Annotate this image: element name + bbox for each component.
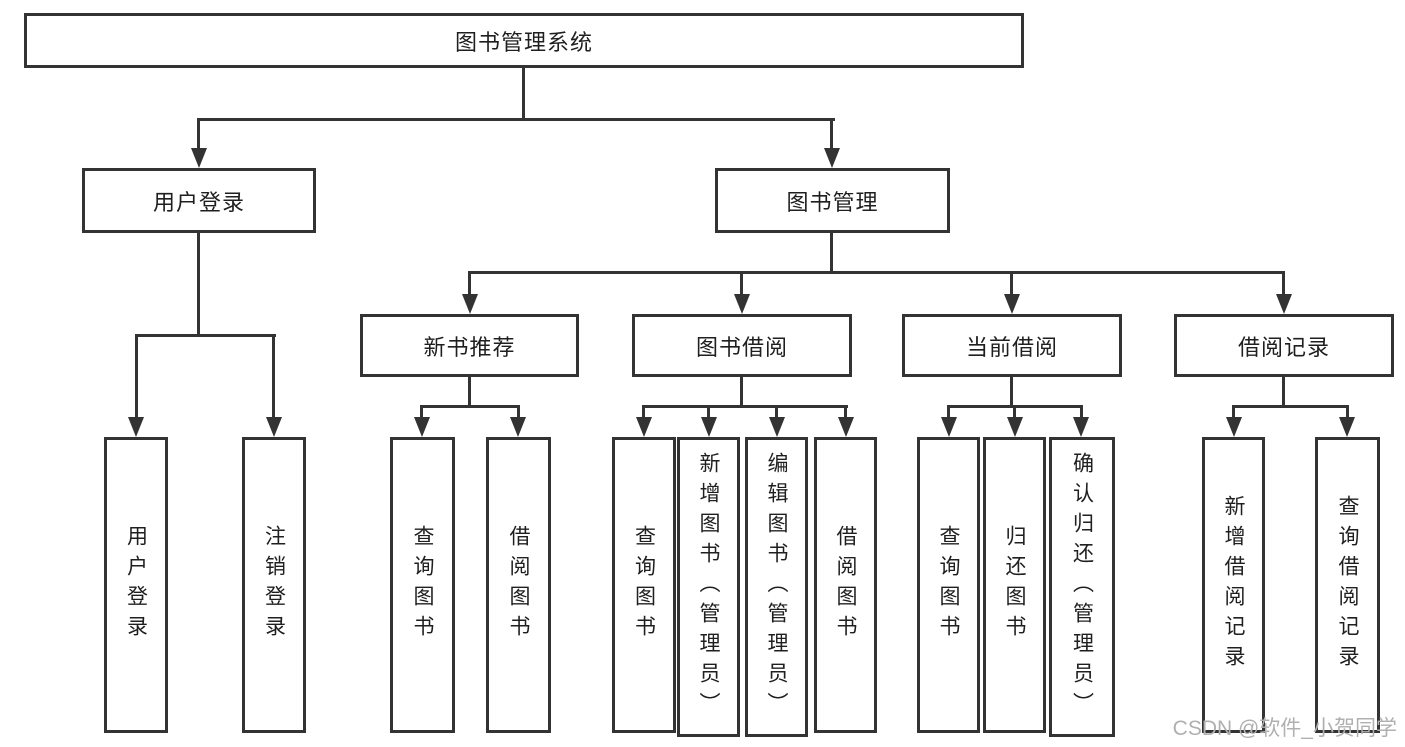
leaf-add-book-admin: 新增图书（管理员） [677,437,740,737]
connector-arrowhead [1339,417,1355,437]
connector-line [775,405,778,419]
node-current-borrow: 当前借阅 [902,314,1122,377]
leaf-query-books-borrow-label: 查询图书 [632,525,656,645]
leaf-edit-book-admin: 编辑图书（管理员） [745,437,808,737]
connector-line [517,405,520,419]
connector-line [1232,405,1349,408]
connector-line [197,118,200,152]
leaf-borrow-books-label: 借阅图书 [834,525,857,645]
connector-arrowhead [191,148,207,168]
connector-arrowhead [838,417,854,437]
connector-arrowhead [734,294,750,314]
leaf-add-borrow-record-label: 新增借阅记录 [1222,495,1245,675]
node-borrow-records: 借阅记录 [1174,314,1394,377]
connector-line [135,334,138,419]
connector-line [420,405,423,419]
leaf-query-borrow-record: 查询借阅记录 [1315,437,1380,733]
connector-line [197,118,835,121]
connector-line [1346,405,1349,419]
connector-line [830,118,833,152]
node-borrow-records-label: 借阅记录 [1237,334,1330,360]
connector-line [642,405,645,419]
connector-line [1013,405,1016,419]
leaf-logout: 注销登录 [242,437,306,733]
connector-line [1282,377,1285,408]
node-new-book-recommend-label: 新书推荐 [423,334,516,360]
connector-line [135,334,276,337]
leaf-query-borrow-record-label: 查询借阅记录 [1336,495,1359,675]
connector-line [642,405,848,408]
leaf-add-book-admin-label: 新增图书（管理员） [697,452,720,722]
node-current-borrow-label: 当前借阅 [965,334,1058,360]
connector-arrowhead [1004,294,1020,314]
connector-arrowhead [1073,417,1089,437]
connector-line [844,405,847,419]
connector-line [1282,271,1285,297]
leaf-user-login: 用户登录 [104,437,168,733]
node-root: 图书管理系统 [24,13,1024,68]
leaf-add-borrow-record: 新增借阅记录 [1202,437,1265,733]
connector-line [1232,405,1235,419]
connector-arrowhead [636,417,652,437]
connector-line [1010,377,1013,408]
connector-arrowhead [1276,294,1292,314]
node-book-borrow: 图书借阅 [632,314,852,377]
connector-arrowhead [941,417,957,437]
leaf-logout-label: 注销登录 [262,525,286,645]
leaf-query-books-borrow: 查询图书 [612,437,676,733]
leaf-confirm-return-admin-label: 确认归还（管理员） [1070,452,1094,722]
leaf-borrow-books-recommend-label: 借阅图书 [507,525,530,645]
leaf-borrow-books: 借阅图书 [814,437,877,733]
connector-line [830,233,833,274]
node-new-book-recommend: 新书推荐 [360,314,579,377]
connector-line [1080,405,1083,419]
connector-line [468,271,1285,274]
connector-arrowhead [1007,417,1023,437]
connector-line [707,405,710,419]
connector-line [197,233,200,337]
connector-line [740,271,743,297]
connector-arrowhead [769,417,785,437]
csdn-watermark: CSDN @软件_小贺同学 [1172,717,1397,740]
leaf-query-books-current-label: 查询图书 [937,525,960,645]
node-book-borrow-label: 图书借阅 [695,334,788,360]
connector-arrowhead [510,417,526,437]
leaf-edit-book-admin-label: 编辑图书（管理员） [765,452,788,722]
connector-line [740,377,743,408]
leaf-return-books-label: 归还图书 [1003,525,1026,645]
connector-line [468,271,471,297]
connector-line [522,68,525,121]
connector-arrowhead [1226,417,1242,437]
connector-line [468,377,471,408]
connector-line [947,405,950,419]
leaf-query-books-current: 查询图书 [917,437,980,733]
leaf-query-books-recommend: 查询图书 [390,437,455,733]
leaf-query-books-recommend-label: 查询图书 [411,525,434,645]
node-book-management-label: 图书管理 [786,189,879,215]
connector-arrowhead [824,148,840,168]
node-book-management: 图书管理 [715,168,950,233]
leaf-confirm-return-admin: 确认归还（管理员） [1049,437,1115,737]
leaf-user-login-label: 用户登录 [124,525,148,645]
connector-arrowhead [128,417,144,437]
connector-arrowhead [266,417,282,437]
connector-line [272,334,275,419]
node-user-login: 用户登录 [82,168,316,233]
node-root-label: 图书管理系统 [454,29,593,55]
connector-arrowhead [414,417,430,437]
connector-line [420,405,520,408]
node-user-login-label: 用户登录 [152,189,245,215]
leaf-borrow-books-recommend: 借阅图书 [486,437,551,733]
leaf-return-books: 归还图书 [983,437,1046,733]
connector-line [1010,271,1013,297]
connector-arrowhead [462,294,478,314]
connector-arrowhead [701,417,717,437]
